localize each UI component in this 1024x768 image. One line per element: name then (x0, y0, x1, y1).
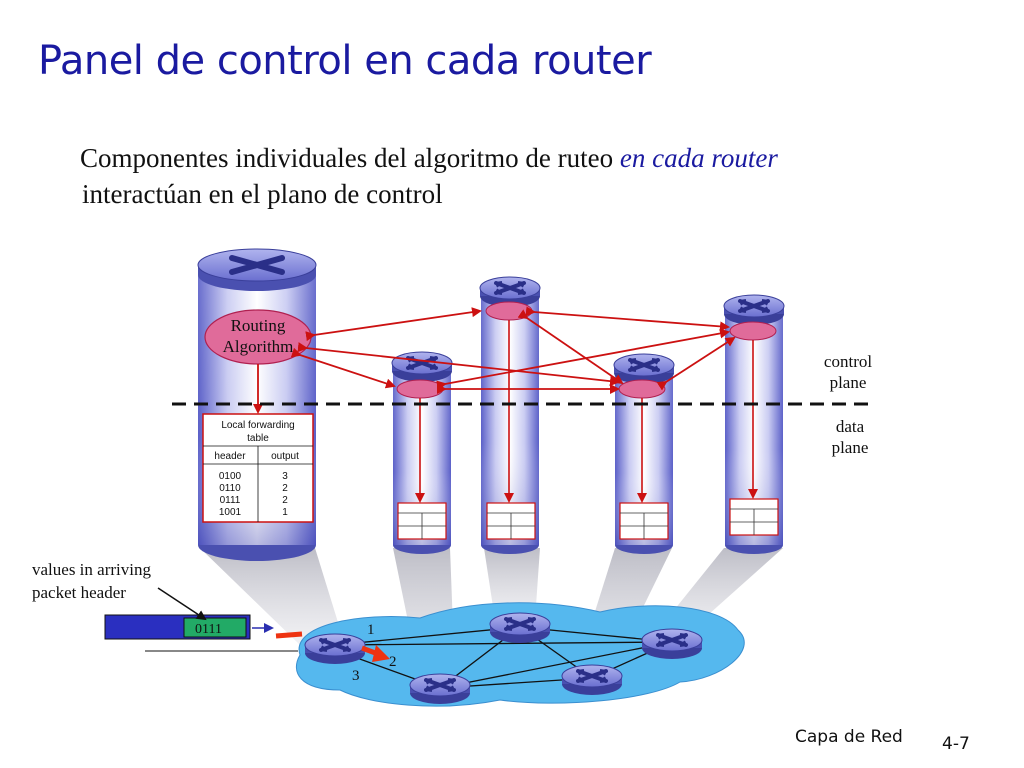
subtitle-text: Componentes individuales del algoritmo d… (80, 143, 620, 173)
page-number: 4-7 (942, 734, 970, 754)
arriving-packet: 0111 (104, 614, 298, 652)
table-cell-output: 1 (282, 507, 288, 518)
packet-label-pointer (157, 587, 207, 621)
routing-algorithm-ellipse (396, 379, 444, 399)
routing-algorithm-ellipse (485, 301, 533, 321)
footer-section-label: Capa de Red (795, 727, 903, 747)
table-col-header: header (214, 451, 246, 462)
table-cell-output: 2 (282, 495, 288, 506)
data-plane-label-line2: plane (832, 438, 869, 457)
routing-algorithm-label-line2: Algorithm (223, 337, 294, 356)
routing-algorithm-label-line1: Routing (231, 316, 286, 335)
mini-forwarding-table (397, 498, 779, 540)
network-cloud (295, 602, 745, 707)
subtitle-emphasis: en cada router (619, 143, 778, 173)
port-label-3: 3 (352, 668, 360, 684)
incoming-packet-arrow (275, 631, 303, 639)
table-col-output: output (271, 451, 299, 462)
table-title-line1: Local forwarding (221, 420, 294, 431)
table-cell-header: 0111 (220, 495, 241, 506)
packet-header-value: 0111 (195, 622, 222, 637)
packet-label-line1: values in arriving (32, 560, 151, 579)
network-router (488, 611, 552, 645)
control-plane-arrows (290, 306, 736, 394)
slide-title: Panel de control en cada router (38, 38, 652, 84)
network-router (408, 672, 472, 706)
packet-label-line2: packet header (32, 583, 126, 602)
slide-subtitle: Componentes individuales del algoritmo d… (80, 140, 1000, 212)
table-cell-output: 2 (282, 483, 288, 494)
routing-algorithm-ellipse (618, 379, 666, 399)
table-cell-header: 0100 (219, 471, 242, 482)
control-plane-label-line2: plane (830, 373, 867, 392)
data-plane-label-line1: data (836, 417, 865, 436)
network-router (560, 663, 624, 697)
algorithm-to-table-arrows (415, 320, 758, 503)
routing-algorithm-ellipse (729, 321, 777, 341)
mini-table-lines (398, 508, 778, 539)
network-router (640, 627, 704, 661)
control-plane-label-line1: control (824, 352, 872, 371)
table-cell-header: 1001 (219, 507, 242, 518)
table-cell-header: 0110 (219, 483, 241, 494)
port-label-1: 1 (367, 622, 375, 638)
forwarding-table: Local forwarding table header output 010… (202, 413, 314, 523)
port-label-2: 2 (389, 654, 397, 670)
network-router (303, 632, 367, 666)
table-cell-output: 3 (282, 471, 288, 482)
table-title-line2: table (247, 433, 269, 444)
subtitle-text-line2: interactúan en el plano de control (82, 179, 443, 209)
